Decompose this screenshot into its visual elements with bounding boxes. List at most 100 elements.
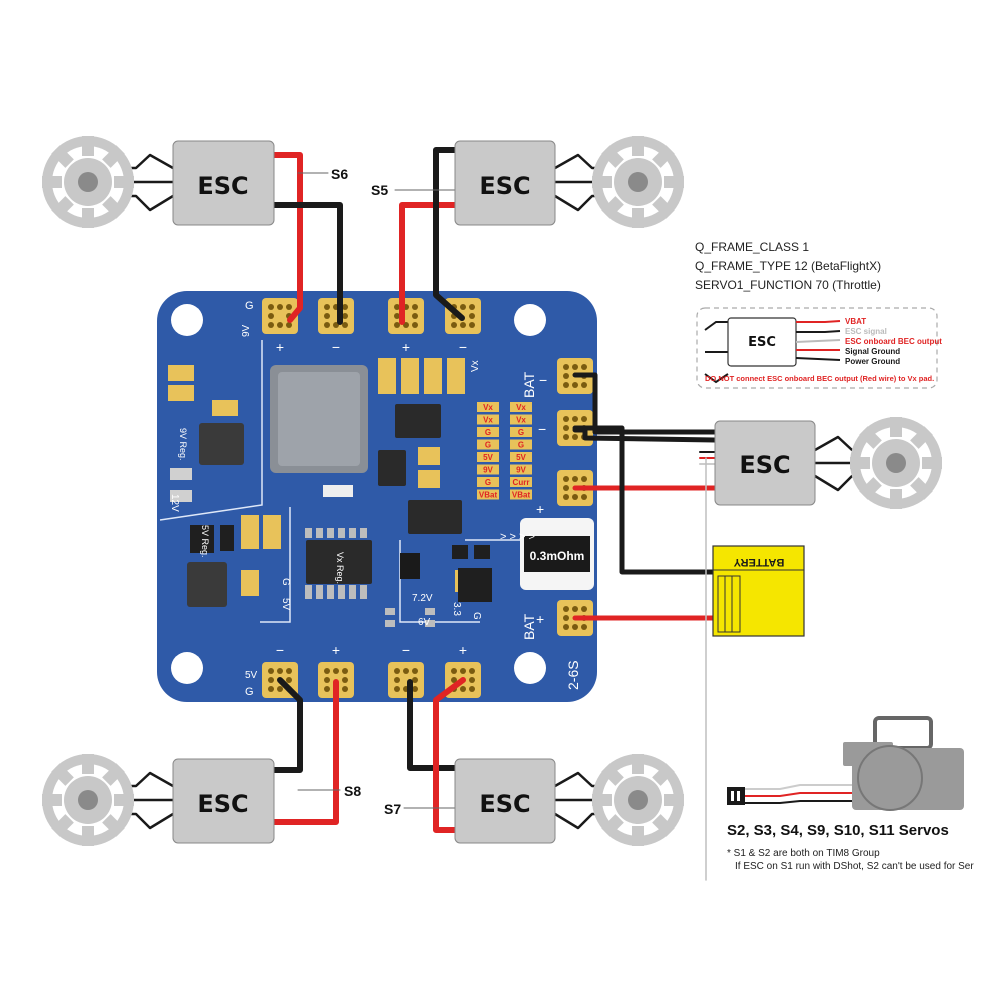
minus-label: − — [402, 642, 410, 658]
pin-label-left: 5V — [483, 453, 493, 462]
plus-label: + — [332, 642, 340, 658]
pin-pad — [477, 452, 499, 462]
pin-pad — [477, 439, 499, 450]
footnote-line-2: If ESC on S1 run with DShot, S2 can't be… — [735, 861, 974, 872]
servos-label: S2, S3, S4, S9, S10, S11 Servos — [727, 822, 949, 839]
label-g2: G — [471, 612, 482, 620]
voltage-range: 2-6S — [565, 660, 581, 690]
pad-g-top: G — [245, 300, 254, 312]
motor-bottom-right — [592, 754, 684, 846]
pin-label-right: 5V — [516, 453, 526, 462]
shunt-label: 0.3mOhm — [530, 549, 585, 563]
config-line: SERVO1_FUNCTION 70 (Throttle) — [695, 278, 881, 292]
plus-label: + — [459, 642, 467, 658]
minus-label: − — [276, 642, 284, 658]
ic-chip — [187, 562, 227, 607]
pin-pad — [510, 414, 532, 425]
pin-pad — [477, 427, 499, 437]
pad-g-bottom: G — [245, 686, 254, 698]
pin-pad — [477, 477, 499, 487]
mount-hole — [514, 304, 546, 336]
pin-label-left: Vx — [483, 416, 493, 425]
pin-label-right: VBat — [512, 491, 531, 500]
legend-power-ground: Power Ground — [845, 357, 900, 366]
pin-label-left: Vx — [483, 403, 493, 412]
esc-bottom-left: ESC — [172, 758, 275, 844]
label-12v: 12V — [169, 494, 180, 512]
config-line: Q_FRAME_CLASS 1 — [695, 240, 809, 254]
pin-pad — [510, 464, 532, 475]
pin-label-right: 9V — [516, 466, 526, 475]
legend-warning: DO NOT connect ESC onboard BEC output (R… — [705, 374, 934, 383]
signal-label-s7: S7 — [384, 801, 401, 817]
minus-label: − — [538, 421, 546, 437]
mount-hole — [171, 304, 203, 336]
pin-pad — [510, 477, 532, 487]
pin-label-right: Vx — [516, 416, 526, 425]
bat-label-top: BAT — [521, 371, 537, 398]
esc-label: ESC — [739, 451, 790, 479]
config-line: Q_FRAME_TYPE 12 (BetaFlightX) — [695, 259, 881, 273]
legend-bec-output: ESC onboard BEC output — [845, 337, 942, 346]
minus-label: − — [459, 339, 467, 355]
signal-label-s8: S8 — [344, 783, 361, 799]
pin-pad — [510, 402, 532, 412]
reg-5v-label: 5V Reg. — [200, 525, 210, 558]
motor-bottom-left — [42, 754, 134, 846]
servo — [727, 716, 964, 811]
pad-bottom-right-minus — [388, 662, 424, 698]
label-g: G — [280, 578, 291, 586]
esc-right: ESC — [714, 420, 816, 506]
battery-label: BATTERY — [733, 556, 784, 568]
esc-legend: ESC VBAT ESC signal ESC onboard BEC outp… — [696, 307, 942, 389]
legend-signal-ground: Signal Ground — [845, 347, 900, 356]
pin-pad — [477, 464, 499, 475]
mount-hole — [514, 652, 546, 684]
esc-label: ESC — [479, 172, 530, 200]
reg-9v-label: 9V Reg. — [178, 428, 188, 461]
pin-label-right: G — [518, 441, 524, 450]
pin-pad — [510, 439, 532, 450]
mount-hole — [171, 652, 203, 684]
esc-label: ESC — [479, 790, 530, 818]
ic-chip — [199, 423, 244, 465]
plus-label: + — [536, 611, 544, 627]
pad-top-left-minus — [318, 298, 354, 334]
pin-label-left: G — [485, 428, 491, 437]
battery: BATTERY — [712, 545, 805, 637]
pin-label-right: Curr — [513, 478, 530, 487]
plus-label: + — [536, 501, 544, 517]
minus-label: − — [539, 372, 547, 388]
plus-label: + — [402, 339, 410, 355]
pin-pad — [477, 414, 499, 425]
legend-esc-signal: ESC signal — [845, 327, 887, 336]
signal-label-s5: S5 — [371, 182, 388, 198]
footnote-line-1: * S1 & S2 are both on TIM8 Group — [727, 848, 880, 859]
pin-pad — [510, 427, 532, 437]
pin-label-left: G — [485, 441, 491, 450]
pad-9v-top: 9V — [241, 324, 252, 337]
pad-top-right-plus — [388, 298, 424, 334]
plus-label: + — [276, 339, 284, 355]
pin-label-right: Vx — [516, 403, 526, 412]
pin-label-left: G — [485, 478, 491, 487]
minus-label: − — [332, 339, 340, 355]
esc-bottom-right: ESC — [454, 758, 556, 844]
bat-label-bottom: BAT — [521, 613, 537, 640]
pin-pad — [510, 489, 532, 500]
legend-vbat: VBAT — [845, 317, 866, 326]
config-params: Q_FRAME_CLASS 1 Q_FRAME_TYPE 12 (BetaFli… — [695, 240, 881, 292]
esc-label: ESC — [197, 172, 248, 200]
signal-label-s6: S6 — [331, 166, 348, 182]
vx-label: Vx — [470, 360, 481, 372]
label-7-2v: 7.2V — [412, 593, 433, 604]
pin-pad — [477, 489, 499, 500]
pin-label-right: G — [518, 428, 524, 437]
pad-5v-bottom: 5V — [245, 670, 258, 681]
motor-top-right — [592, 136, 684, 228]
motor-right — [850, 417, 942, 509]
label-3-3: 3.3 — [451, 602, 462, 616]
pin-label-left: 9V — [483, 466, 493, 475]
